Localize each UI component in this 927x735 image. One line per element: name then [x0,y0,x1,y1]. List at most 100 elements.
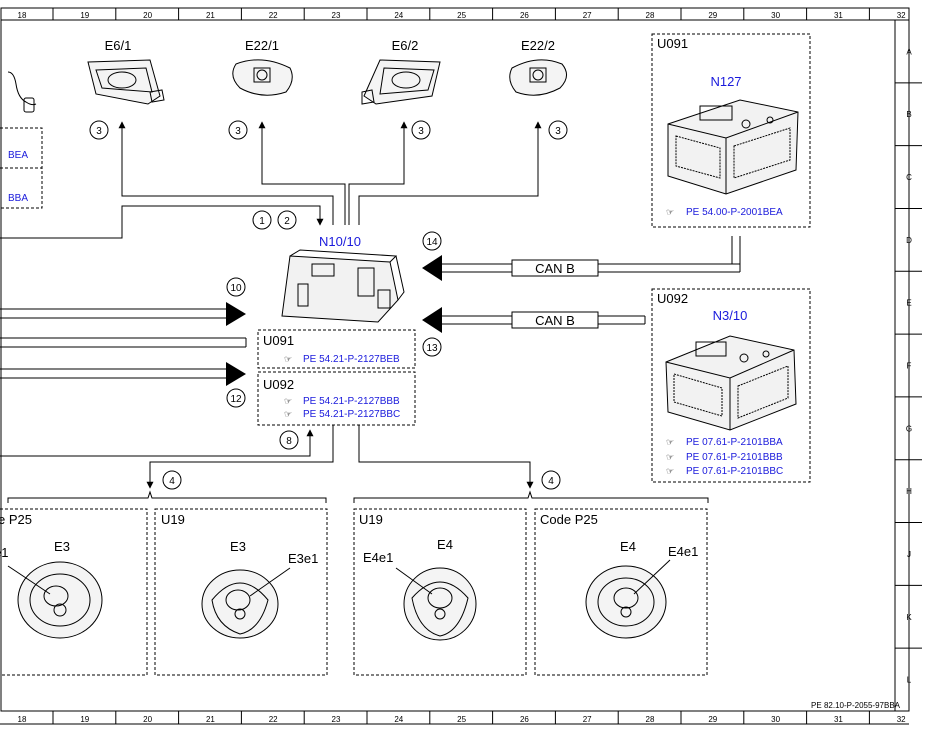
svg-text:3: 3 [555,126,561,137]
svg-text:14: 14 [426,237,438,248]
grid-col-label: 18 [18,715,27,724]
grid-row-label: F [907,362,912,371]
svg-text:PE 07.61-P-2101BBC: PE 07.61-P-2101BBC [686,466,783,477]
u092-right-box: U092 N3/10 ☞ PE 07.61-P-2101BBA ☞ PE 07.… [651,288,811,483]
round-lamp-3 [395,567,477,641]
svg-text:☞: ☞ [284,354,292,364]
conn-4b: 4 [541,470,561,490]
svg-text:☞: ☞ [666,207,674,217]
svg-text:E4e1: E4e1 [363,550,393,565]
svg-text:U19: U19 [359,512,383,527]
conn-3b: 3 [228,120,248,140]
conn-3a: 3 [89,120,109,140]
round-lamp-1 [7,561,103,639]
conn-2: 2 [277,210,297,230]
grid-row-label: J [907,550,911,559]
lower-feed-lines [0,425,534,489]
svg-text:e P25: e P25 [0,512,32,527]
grid-row-label: G [906,424,912,433]
conn-10: 10 [226,277,246,297]
grid-col-label: 19 [80,715,89,724]
grid-col-label: 20 [143,11,152,20]
can-bus-lower: CAN B [422,307,646,333]
svg-text:e1: e1 [0,545,8,560]
conn-14: 14 [422,231,442,251]
svg-text:3: 3 [96,126,102,137]
grid-col-label: 20 [143,715,152,724]
conn-13: 13 [422,337,442,357]
svg-text:☞: ☞ [284,396,292,406]
grid-row-label: B [906,110,911,119]
svg-text:☞: ☞ [666,466,674,476]
u091-top-box: U091 N127 ☞ PE 54.00-P-2001BEA [651,33,811,228]
svg-text:E4e1: E4e1 [668,544,698,559]
svg-text:U092: U092 [263,377,294,392]
svg-text:U091: U091 [657,36,688,51]
lamp-feed-lines [0,121,542,239]
grid-row-label: D [906,236,912,245]
grid-col-label: 28 [646,11,655,20]
grid-col-label: 23 [332,11,341,20]
e22-1-label: E22/1 [245,38,279,53]
svg-text:1: 1 [259,216,265,227]
grid-col-label: 22 [269,715,278,724]
left-connector [23,97,35,113]
left-ref-1: BEA [8,150,28,161]
n3-10-label: N3/10 [713,308,748,323]
svg-text:E3: E3 [54,539,70,554]
left-connector-cable [7,71,37,106]
lamp-group-1: e P25 E3 e1 [0,508,148,676]
grid-col-label: 29 [708,715,717,724]
grid-row-label: H [906,487,912,496]
svg-text:U091: U091 [263,333,294,348]
grid-col-label: 32 [897,715,906,724]
n127-module [667,99,799,195]
svg-text:PE 54.00-P-2001BEA: PE 54.00-P-2001BEA [686,207,783,218]
svg-text:PE 54.21-P-2127BBB: PE 54.21-P-2127BBB [303,396,400,407]
conn-1: 1 [252,210,272,230]
svg-text:13: 13 [426,343,438,354]
right-brace [353,490,709,503]
lamp-e6-2: E6/2 [361,38,441,105]
lamp-group-4: Code P25 E4 E4e1 [534,508,708,676]
svg-text:PE 07.61-P-2101BBB: PE 07.61-P-2101BBB [686,452,783,463]
conn-12: 12 [226,388,246,408]
svg-text:☞: ☞ [284,409,292,419]
footer-ref: PE 82.10-P-2055-97BBA [811,701,901,710]
grid-col-label: 21 [206,11,215,20]
n3-10-module [665,335,797,431]
svg-text:2: 2 [284,216,290,227]
n127-label: N127 [710,74,741,89]
grid-col-label: 26 [520,715,529,724]
can-upper-label: CAN B [535,261,575,276]
grid-col-label: 19 [80,11,89,20]
grid-columns: 1818191920202121222223232424252526262727… [18,8,906,724]
svg-text:U092: U092 [657,291,688,306]
grid-col-label: 26 [520,11,529,20]
grid-col-label: 22 [269,11,278,20]
conn-8: 8 [279,430,299,450]
conn-3d: 3 [548,120,568,140]
grid-row-label: K [906,613,912,622]
conn-4a: 4 [162,470,182,490]
grid-col-label: 27 [583,715,592,724]
grid-row-label: E [906,299,911,308]
can-lower-label: CAN B [535,313,575,328]
svg-text:E3: E3 [230,539,246,554]
svg-text:E3e1: E3e1 [288,551,318,566]
svg-text:3: 3 [235,126,241,137]
svg-text:10: 10 [230,283,242,294]
svg-text:4: 4 [169,476,175,487]
round-lamp-2 [201,567,291,639]
svg-text:12: 12 [230,394,242,405]
grid-col-label: 24 [394,11,403,20]
lamp-e22-2: E22/2 [509,38,567,96]
grid-row-label: C [906,173,912,182]
left-ref-2: BBA [8,193,28,204]
n10-10-label: N10/10 [319,234,361,249]
grid-col-label: 23 [332,715,341,724]
grid-row-label: L [907,676,912,685]
